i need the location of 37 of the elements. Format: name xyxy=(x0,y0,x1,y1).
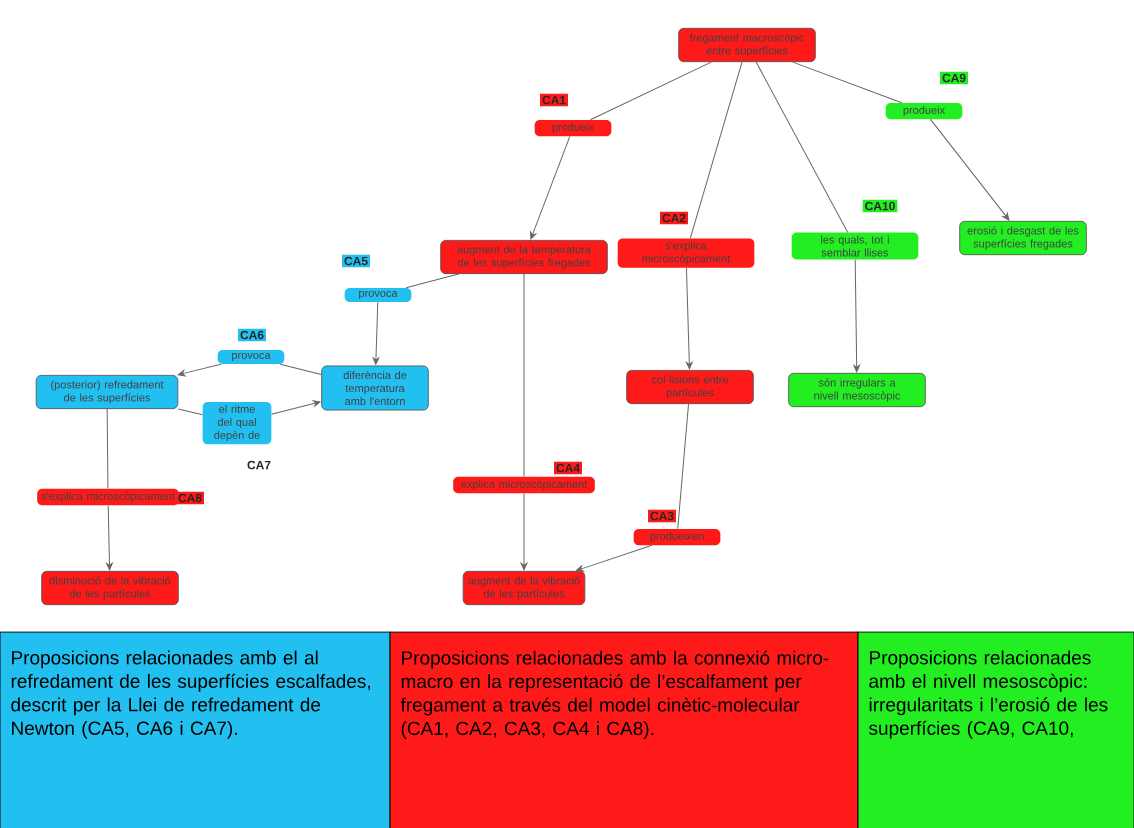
concept-box: són irregulars a nivell mesoscòpic xyxy=(788,372,926,408)
concept-box: augment de la temperatura de les superfícies fregades xyxy=(440,240,608,275)
table-cell: Proposicions relacionades amb el nivell mesoscòpic: irregularitats i l’erosió de les superfícies (CA9, CA10, xyxy=(857,631,1134,828)
connector xyxy=(853,259,860,373)
connector xyxy=(372,301,380,365)
connector xyxy=(589,61,712,121)
connector xyxy=(106,408,109,490)
node-label: s'explica microscòpicament xyxy=(41,491,175,503)
connector xyxy=(930,118,1010,221)
concept-box: erosió i desgast de les superfícies fregades xyxy=(959,220,1087,256)
linking-phrase-box: el ritme del qual depèn de xyxy=(202,401,272,445)
connector xyxy=(523,273,525,478)
concept-box: fregament macroscòpic entre superfícies xyxy=(678,27,816,63)
concept-box: diferència de temperatura amb l'entorn xyxy=(321,365,429,411)
connector xyxy=(177,363,222,377)
table-cell: Proposicions relacionades amb la connexió micro-macro en la representació de l’escalfament per fregament a través del model cinètic-molecular (CA1, CA2, CA3, CA4 i CA8). xyxy=(389,631,859,828)
concept-box: augment de la vibració de les partícules xyxy=(462,570,586,606)
concept-box: col·lisions entre partícules xyxy=(626,370,754,405)
connector xyxy=(530,135,571,240)
connector xyxy=(271,400,321,415)
connector xyxy=(677,403,690,530)
connector xyxy=(792,61,903,104)
tag-label: CA7 xyxy=(247,460,271,470)
connector xyxy=(279,363,322,376)
table-cell: Proposicions relacionades amb el al refredament de les superfícies escalfades, descrit per la Llei de refredament de Newton (CA5, CA6 i CA7). xyxy=(0,631,391,828)
connector xyxy=(685,267,693,370)
connector xyxy=(177,408,203,416)
linking-phrase-box: s'explica microscòpicament xyxy=(617,238,755,268)
connector xyxy=(575,544,653,572)
connector xyxy=(689,61,743,239)
connector xyxy=(405,273,460,289)
linking-phrase-box: les quals, tot i semblar llises xyxy=(791,232,919,260)
concept-box: disminució de la vibració de les partícules xyxy=(41,570,179,606)
connector xyxy=(520,492,528,571)
connector xyxy=(106,504,113,571)
connector xyxy=(755,61,849,233)
concept-box: (posterior) refredament de les superfícies xyxy=(35,375,179,410)
